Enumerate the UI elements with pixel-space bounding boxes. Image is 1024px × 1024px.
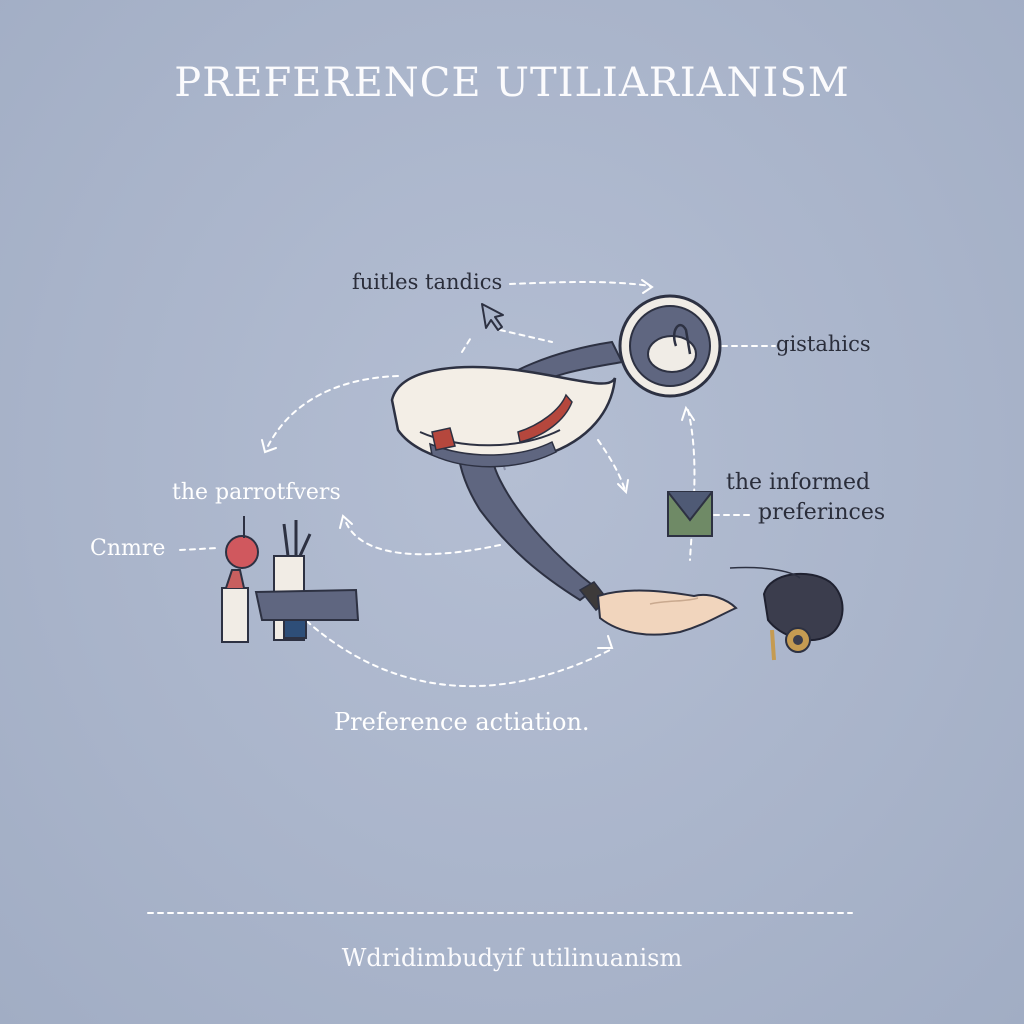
arrow-small-up — [461, 335, 473, 353]
arrow-ribbon-loop — [344, 519, 501, 556]
bowl-icon — [390, 365, 617, 468]
label-left-side: Cnmre — [90, 536, 166, 561]
paint-bottles-icon — [221, 516, 360, 643]
arrow-right-vertical — [687, 409, 696, 561]
label-informed-line2: preferinces — [758, 500, 886, 525]
label-left-mid: the parrotfvers — [172, 480, 341, 505]
arrow-ribbon-right — [597, 439, 626, 491]
page-title: PREFERENCE UTILIARIANISM — [174, 60, 850, 106]
camera-figure-icon — [729, 566, 844, 661]
footer-caption: Wdridimbudyif utilinuanism — [341, 944, 683, 972]
hand-icon — [578, 581, 738, 636]
label-right-top: gistahics — [776, 332, 871, 356]
label-top: fuitles tandics — [352, 270, 503, 294]
label-informed-line1: the informed — [726, 470, 871, 495]
label-bottom: Preference actiation. — [334, 708, 590, 736]
arrow-top-to-dial — [509, 281, 651, 287]
arrow-cursor-trail — [499, 329, 553, 343]
clock-dial-icon — [618, 294, 722, 398]
connectors — [147, 281, 853, 914]
arrow-cnmre — [179, 547, 219, 551]
arrow-bowl-to-left — [265, 375, 399, 451]
arrow-heads — [261, 279, 695, 649]
arrow-bottom-curve — [284, 599, 611, 688]
envelope-icon — [667, 491, 713, 537]
pointer-cursor-icon — [481, 303, 504, 331]
